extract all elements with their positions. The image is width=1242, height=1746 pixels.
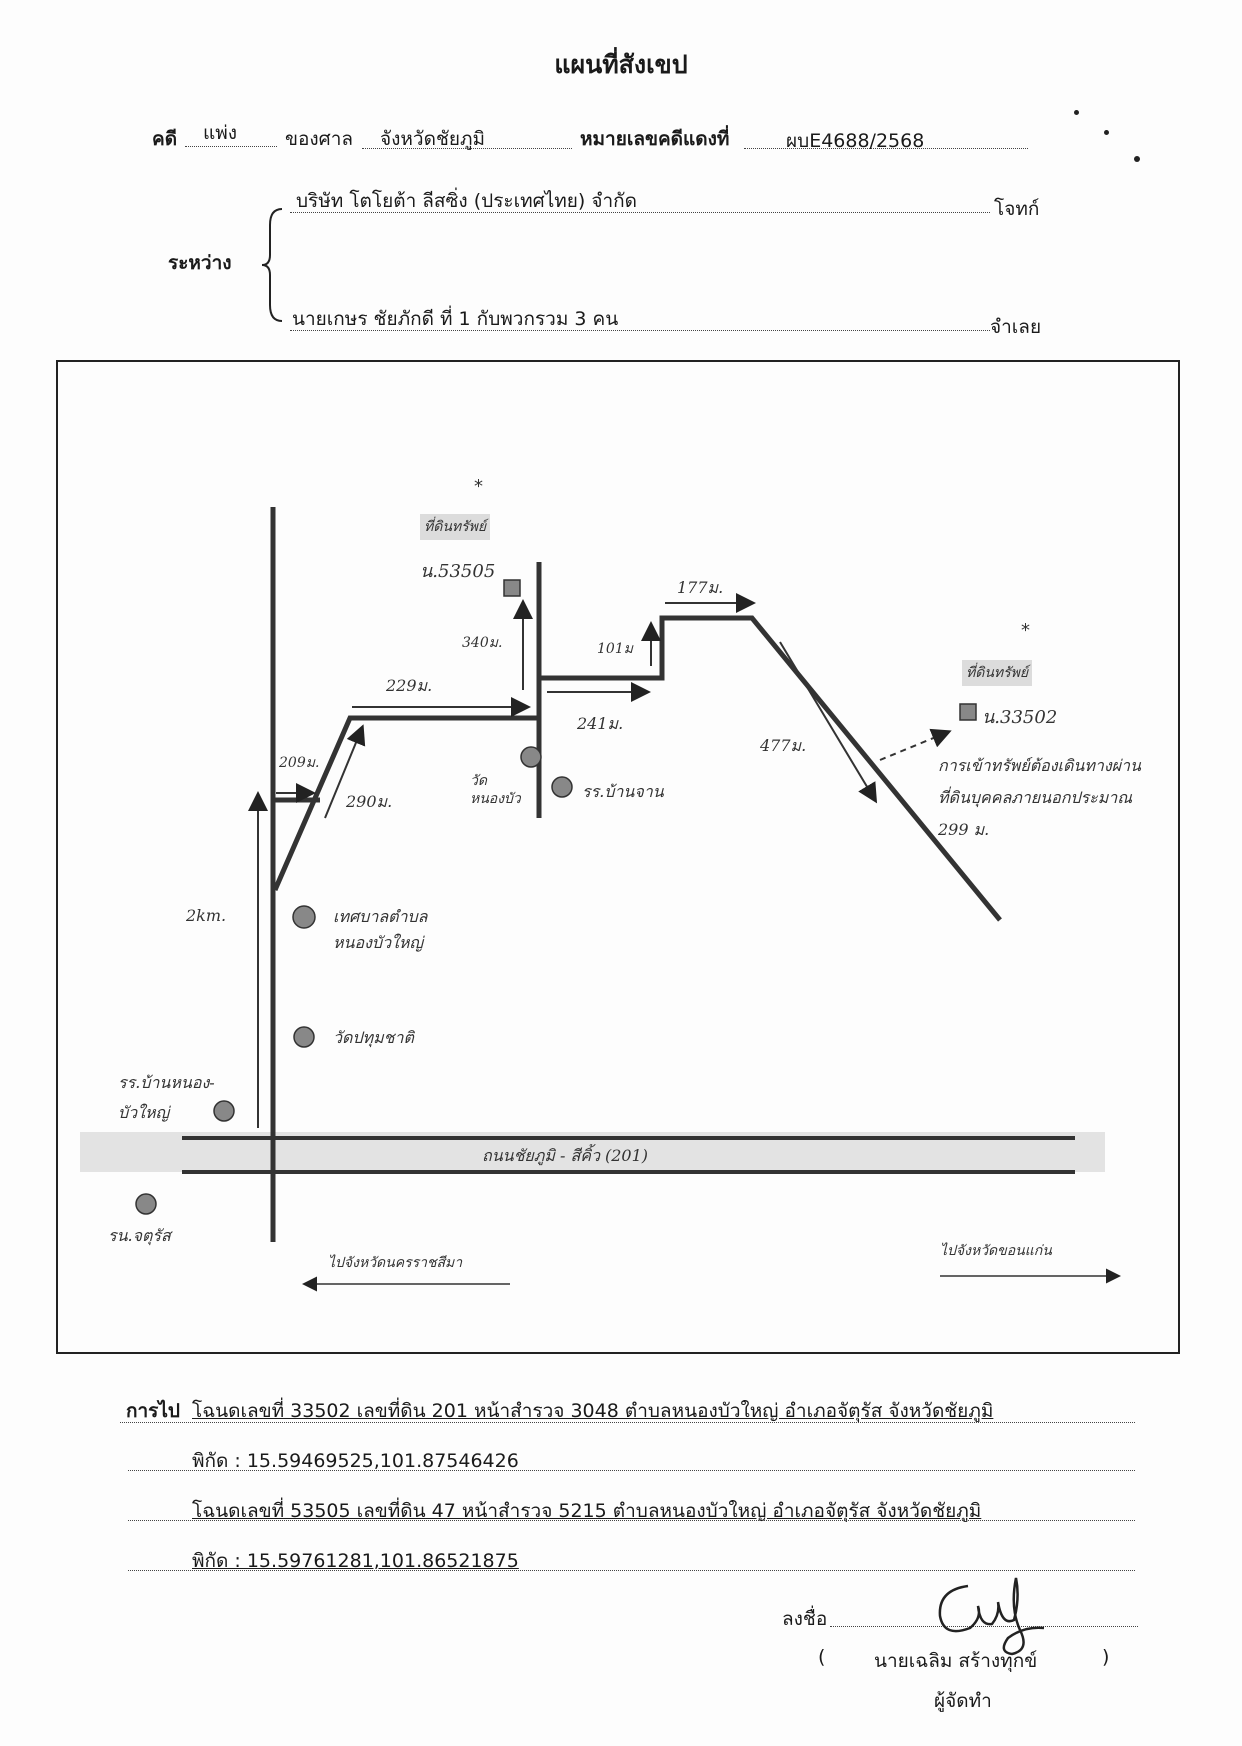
defendant-dotline [290, 330, 990, 331]
red-no-label: หมายเลขคดีแดงที่ [580, 128, 730, 150]
sign-dotline [830, 1626, 1138, 1627]
route-label: การไป [126, 1400, 180, 1422]
road-label: ถนนชัยภูมิ - สีคิ้ว (201) [482, 1146, 649, 1165]
landmark-wat-pathum [293, 1026, 315, 1048]
dist-290: 290ม. [346, 792, 393, 811]
court-dotline [362, 148, 572, 149]
dist-477: 477ม. [760, 736, 807, 755]
route-line-3: โฉนดเลขที่ 53505 เลขที่ดิน 47 หน้าสำรวจ … [192, 1500, 982, 1522]
dist-101: 101ม [597, 641, 633, 657]
landmark-wat-nongbua [520, 746, 542, 768]
dist-209: 209ม. [279, 755, 320, 771]
scan-speck-2 [1104, 130, 1109, 135]
signer-close: ) [1102, 1646, 1110, 1668]
brace-icon [261, 208, 283, 322]
sign-label: ลงชื่อ [782, 1608, 828, 1630]
route-line-2: พิกัด : 15.59469525,101.87546426 [192, 1450, 519, 1472]
arrow-note [879, 728, 952, 761]
red-no-value: ผบE4688/2568 [786, 130, 925, 152]
route-dotline-1 [120, 1422, 1135, 1423]
asset1-tag: ที่ดินทรัพย์ [420, 514, 491, 540]
asset2-tag: ที่ดินทรัพย์ [962, 660, 1033, 686]
route-dotline-4 [128, 1570, 1135, 1571]
signer-name: นายเฉลิม สร้างทุกข์ [874, 1650, 1038, 1672]
defendant-name: นายเกษร ชัยภักดี ที่ 1 กับพวกรวม 3 คน [292, 308, 619, 330]
landmark-municipality [292, 905, 316, 929]
dist-229: 229ม. [386, 676, 433, 695]
route-line-1: โฉนดเลขที่ 33502 เลขที่ดิน 201 หน้าสำรวจ… [192, 1400, 994, 1422]
route-segment-1 [272, 715, 540, 891]
label-school-nongbua: รร.บ้านหนอง-บัวใหญ่ [118, 1073, 215, 1122]
dir-left-label: ไปจังหวัดนครราชสีมา [328, 1255, 463, 1271]
asset2-square [959, 703, 977, 721]
case-label: คดี [152, 128, 178, 150]
label-school-banjan: รร.บ้านจาน [582, 782, 664, 801]
map-frame [56, 360, 1180, 1354]
scan-speck-3 [1134, 156, 1140, 162]
plaintiff-name: บริษัท โตโยต้า ลีสซิ่ง (ประเทศไทย) จำกัด [296, 190, 638, 212]
signature-scribble [938, 1577, 1045, 1656]
dist-177: 177ม. [677, 578, 724, 597]
label-school-chaturat: รน.จตุรัส [108, 1226, 171, 1245]
scan-speck-1 [1074, 110, 1079, 115]
court-name: จังหวัดชัยภูมิ [380, 128, 486, 150]
arrow-477 [779, 641, 878, 804]
label-municipality: เทศบาลตำบล หนองบัวใหญ่ [333, 907, 428, 952]
landmark-school-nongbua [213, 1100, 235, 1122]
asterisk-icon-1: * [474, 476, 483, 497]
route-dotline-3 [128, 1520, 1135, 1521]
route-segment-2 [541, 615, 1002, 922]
dist-2km: 2km. [186, 906, 227, 925]
access-note: การเข้าทรัพย์ต้องเดินทางผ่านที่ดินบุคคลภ… [938, 756, 1141, 839]
case-type: แพ่ง [203, 122, 238, 144]
plaintiff-dotline [290, 212, 990, 213]
landmark-school-chaturat [135, 1193, 157, 1215]
asset1-square [503, 579, 521, 597]
plaintiff-role: โจทก์ [994, 198, 1040, 220]
route-line-4: พิกัด : 15.59761281,101.86521875 [192, 1550, 519, 1572]
arrow-290 [324, 724, 366, 819]
asset1-no: น.53505 [420, 561, 496, 582]
route-dotline-2 [128, 1470, 1135, 1471]
defendant-role: จำเลย [990, 316, 1042, 338]
label-wat-nongbua: วัดหนองบัว [470, 773, 521, 807]
court-label: ของศาล [285, 128, 354, 150]
red-no-dotline [744, 148, 1028, 149]
dist-340: 340ม. [462, 635, 503, 651]
label-wat-pathum: วัดปทุมชาติ [333, 1028, 414, 1047]
landmark-school-banjan [551, 776, 573, 798]
page-title: แผนที่สังเขป [554, 50, 688, 79]
dist-241: 241ม. [577, 714, 624, 733]
dir-right-label: ไปจังหวัดขอนแก่น [940, 1243, 1052, 1259]
signer-role: ผู้จัดทำ [934, 1690, 992, 1712]
asterisk-icon-2: * [1021, 620, 1030, 641]
asset2-no: น.33502 [982, 707, 1058, 728]
between-label: ระหว่าง [168, 252, 232, 274]
signer-open: ( [818, 1646, 826, 1668]
case-type-dotline [185, 146, 277, 147]
